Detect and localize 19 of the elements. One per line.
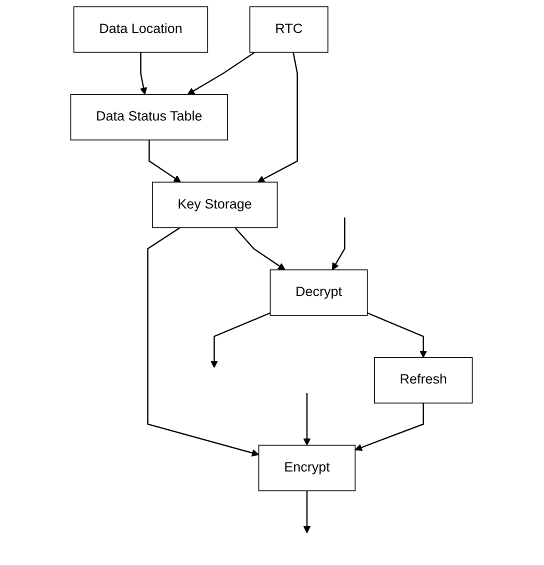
arrow (148, 227, 260, 457)
node-box: Decrypt (270, 269, 368, 316)
arrow (332, 218, 346, 270)
node-box: RTC (250, 6, 329, 53)
arrow (355, 403, 424, 451)
node-box: Encrypt (258, 444, 356, 492)
node-box: Data Location (74, 6, 209, 53)
arrow (188, 52, 256, 95)
arrow (235, 227, 286, 270)
arrow (304, 490, 312, 534)
node-box: Key Storage (152, 182, 278, 228)
arrow (149, 140, 182, 182)
arrow (304, 392, 312, 446)
node-box: Refresh (374, 357, 474, 404)
arrow (140, 52, 148, 95)
arrow (210, 312, 271, 368)
arrow (258, 52, 298, 182)
node-box: Data Status Table (70, 94, 229, 140)
arrow (368, 312, 428, 358)
